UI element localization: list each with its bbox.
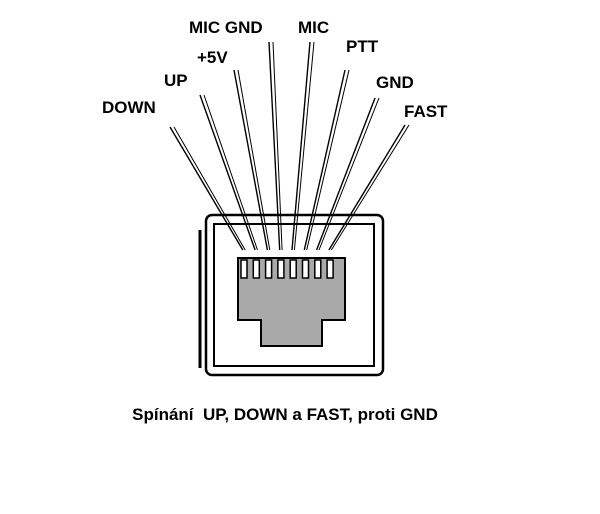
contact-slot — [264, 259, 273, 279]
contact-slots — [238, 257, 345, 279]
contact-slot — [240, 259, 248, 279]
contact-slot — [277, 259, 285, 279]
contact-slot — [289, 259, 297, 279]
pin-label: FAST — [404, 102, 448, 121]
pin-wire — [203, 94, 258, 251]
contact-slot — [301, 259, 310, 279]
contact-slot — [326, 259, 334, 279]
pin-wire — [237, 69, 271, 251]
contact-slot — [314, 259, 322, 279]
pin-label: MIC — [298, 18, 329, 37]
pin-wire — [328, 124, 406, 251]
pin-wire — [291, 41, 311, 251]
pin-wire — [268, 41, 281, 251]
pin-label: UP — [164, 71, 188, 90]
pin-wire — [303, 69, 346, 251]
contact-slot — [252, 259, 261, 279]
pin-wire — [293, 41, 315, 251]
pin-wire — [169, 126, 244, 251]
pin-wire — [306, 69, 350, 251]
pin-label: MIC GND — [189, 18, 263, 37]
pin-label: DOWN — [102, 98, 156, 117]
pin-wires — [169, 41, 410, 251]
pin-label: GND — [376, 73, 414, 92]
pin-wire — [318, 97, 380, 251]
pin-wire — [330, 124, 410, 251]
caption: Spínání UP, DOWN a FAST, proti GND — [132, 405, 438, 424]
pin-wire — [272, 41, 283, 251]
pin-label: +5V — [197, 48, 228, 67]
pin-wire — [233, 69, 269, 251]
pin-wire — [173, 126, 246, 251]
pin-labels: DOWN UP +5V MIC GND MIC PTT GND FAST — [102, 18, 448, 121]
jack-cavity — [237, 257, 346, 347]
pin-label: PTT — [346, 37, 379, 56]
